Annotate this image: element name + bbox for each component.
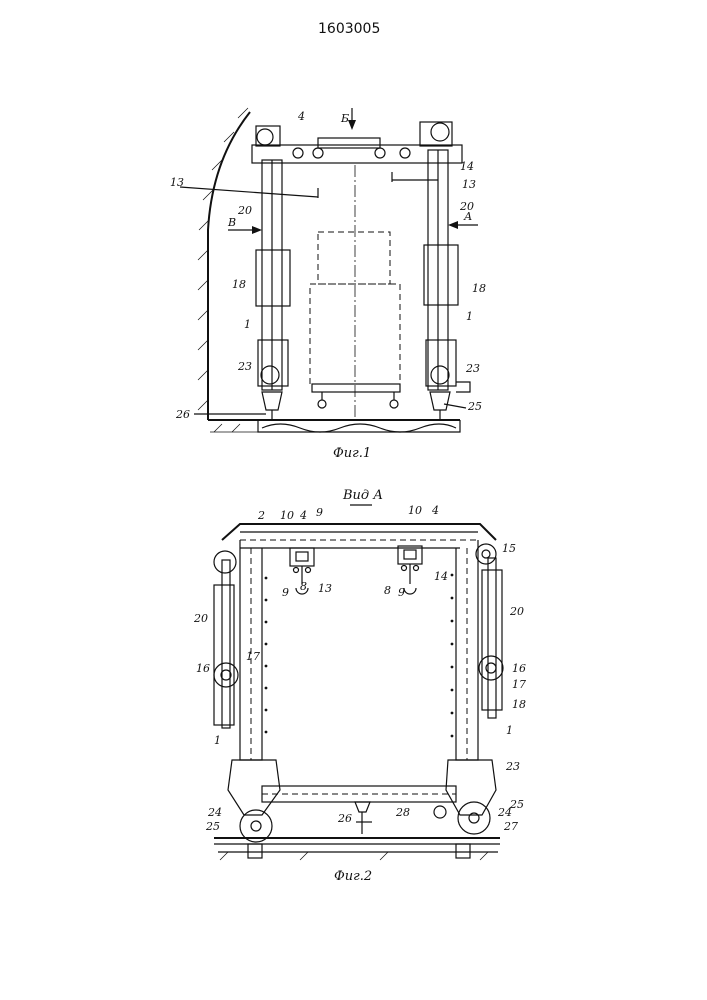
fig2-label-20-left: 20: [193, 612, 208, 625]
fig2-label-4-right: 4: [431, 504, 439, 517]
figure-1: 4 Б 14 13 13 20 20 В А 18 18 1 1 23 23 2…: [170, 108, 486, 461]
fig2-label-1-left: 1: [214, 734, 221, 747]
fig2-view-title: Вид А: [342, 488, 383, 503]
fig2-right-post: [434, 540, 503, 834]
fig2-label-24-left: 24: [207, 806, 222, 819]
fig2-label-18: 18: [512, 698, 526, 711]
rail-bed: [258, 420, 460, 432]
fig2-caption: Фиг.2: [334, 869, 372, 884]
fig1-label-B: В: [227, 216, 236, 229]
vehicle-platform: [312, 384, 400, 392]
fig2-label-8-right: 8: [384, 584, 391, 597]
fig2-left-post: [214, 540, 280, 842]
rail-bed-hatch: [262, 424, 456, 432]
fig1-label-A: А: [463, 210, 472, 223]
fig2-label-15: 15: [502, 542, 516, 555]
fig2-label-25-left: 25: [205, 820, 220, 833]
fig1-label-18-right: 18: [472, 282, 486, 295]
fig2-label-9-bot: 9: [282, 586, 289, 599]
fig1-label-14: 14: [460, 160, 474, 173]
fig2-label-23: 23: [505, 760, 520, 773]
figure-2: Вид А: [193, 488, 526, 884]
fig2-label-24-right: 24: [497, 806, 512, 819]
fig2-label-2: 2: [257, 509, 265, 522]
fig2-label-27: 27: [503, 820, 518, 833]
fig2-label-14: 14: [434, 570, 448, 583]
vehicle-upper-outline: [318, 232, 390, 284]
post-fasteners: [265, 574, 454, 738]
fig2-label-26: 26: [337, 812, 352, 825]
fig1-label-4: 4: [297, 110, 305, 123]
fig1-label-13-right: 13: [462, 178, 476, 191]
fig2-label-13: 13: [318, 582, 332, 595]
left-column: [256, 160, 290, 420]
fig2-label-17-right: 17: [512, 678, 526, 691]
fig2-label-8-left: 8: [300, 580, 307, 593]
fig1-label-1-right: 1: [466, 310, 473, 323]
fig2-label-16-left: 16: [196, 662, 210, 675]
fig1-label-25: 25: [467, 400, 482, 413]
fig1-label-23-right: 23: [465, 362, 480, 375]
fig2-label-4-left: 4: [299, 509, 307, 522]
top-beam-cylinder: [318, 138, 380, 148]
fig1-label-B-cyr: Б: [340, 112, 349, 125]
fig2-label-16-right: 16: [512, 662, 526, 675]
fig1-label-26: 26: [175, 408, 190, 421]
patent-number: 1603005: [318, 21, 380, 37]
fig2-label-9-right: 9: [398, 586, 405, 599]
fig1-label-20-left: 20: [237, 204, 252, 217]
fig2-label-20-right: 20: [509, 605, 524, 618]
pulley-15: [476, 544, 496, 564]
fig2-label-28: 28: [395, 806, 410, 819]
fig2-label-10-right: 10: [408, 504, 422, 517]
fig1-label-18-left: 18: [232, 278, 246, 291]
fig2-label-9-top: 9: [316, 506, 323, 519]
fig2-label-10-left: 10: [280, 509, 294, 522]
fig2-label-17-left: 17: [246, 650, 260, 663]
fig1-label-13-left: 13: [170, 176, 184, 189]
fig2-label-1-right: 1: [506, 724, 513, 737]
fig1-caption: Фиг.1: [333, 446, 371, 461]
pulley-left-top: [214, 551, 236, 573]
tunnel-wall: [208, 112, 250, 420]
fig1-label-23-left: 23: [237, 360, 252, 373]
fig1-label-1-left: 1: [244, 318, 251, 331]
